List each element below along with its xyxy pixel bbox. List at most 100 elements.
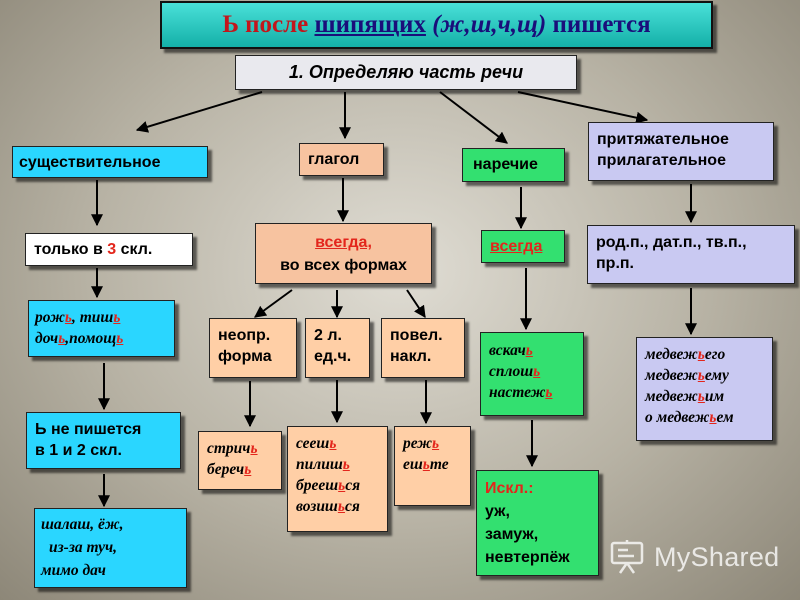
soft-sign: ь — [697, 367, 705, 384]
adverb-exceptions-box: Искл.: уж, замуж, невтерпёж — [476, 470, 599, 576]
soft-sign: ь — [58, 330, 66, 347]
verb-imper-line-2: накл. — [390, 348, 432, 365]
step-box: 1. Определяю часть речи — [235, 55, 577, 90]
example-text: вскач — [489, 342, 526, 359]
example-text: медвеж — [645, 388, 698, 405]
soft-sign: ь — [545, 384, 553, 401]
adj-rule-2: пр.п. — [596, 255, 634, 272]
presentation-board-icon — [610, 540, 644, 574]
noun-rule-num: 3 — [107, 241, 117, 258]
example-text: настеж — [489, 384, 546, 401]
example-line: медвежьим — [645, 386, 764, 407]
noun-nosoft-box: Ь не пишется в 1 и 2 скл. — [26, 412, 181, 469]
verb-imper-box: повел. накл. — [381, 318, 465, 378]
soft-sign: ь — [422, 456, 430, 473]
example-line: бреешься — [296, 475, 379, 496]
soft-sign: ь — [113, 309, 121, 326]
verb-second-line-2: ед.ч. — [314, 348, 352, 365]
noun-rule-box: только в 3 скл. — [25, 233, 193, 266]
adverb-rule: всегда — [490, 238, 543, 255]
example-text: ,помощ — [65, 330, 117, 347]
example-text: рож — [35, 309, 65, 326]
watermark: MyShared — [608, 533, 788, 581]
arrow-step-to-adj — [517, 91, 649, 124]
example-text: возиш — [296, 498, 338, 515]
example-text: медвеж — [645, 367, 698, 384]
example-line: о медвежьем — [645, 407, 764, 428]
noun-exception-1: шалаш, ёж, — [41, 516, 124, 533]
arrow-rule-imper — [406, 289, 426, 318]
example-text: пилиш — [296, 456, 343, 473]
example-text: сееш — [296, 435, 330, 452]
example-line: настежь — [489, 382, 575, 403]
example-text: о медвеж — [645, 409, 710, 426]
noun-rule-post: скл. — [116, 241, 153, 258]
noun-exception-3: мимо дач — [41, 562, 106, 579]
example-line: ешьте — [403, 454, 462, 475]
adverb-box: наречие — [462, 148, 565, 182]
verb-imper-line-1: повел. — [390, 327, 443, 344]
adj-box: притяжательное прилагательное — [588, 122, 774, 181]
arrow-step-to-noun — [135, 91, 263, 133]
title-word: шипящих — [314, 11, 426, 38]
example-text: реж — [403, 435, 433, 452]
soft-sign: ь — [432, 435, 440, 452]
soft-sign: ь — [244, 461, 252, 478]
noun-nosoft-line-2: в 1 и 2 скл. — [35, 442, 122, 459]
verb-rule-bottom: во всех формах — [280, 257, 407, 274]
title-pre: Ь после — [222, 11, 315, 38]
title-box: Ь после шипящих (ж,ш,ч,щ) пишется — [160, 1, 713, 49]
soft-sign: ь — [116, 330, 124, 347]
title-post: пишется — [546, 11, 651, 38]
soft-sign: ь — [533, 363, 541, 380]
example-text: , тиш — [71, 309, 114, 326]
arrow-rule-inf — [254, 289, 293, 318]
example-line: рожь, тишь — [35, 307, 168, 328]
soft-sign: ь — [337, 498, 345, 515]
verb-inf-line-1: неопр. — [218, 327, 271, 344]
adj-label-2: прилагательное — [597, 152, 726, 169]
noun-nosoft-line-1: Ь не пишется — [35, 421, 142, 438]
verb-rule-top: всегда, — [315, 234, 372, 251]
example-line: беречь — [207, 459, 273, 480]
adverb-exception-2: замуж, — [485, 526, 539, 543]
example-text: доч — [35, 330, 59, 347]
verb-second-line-1: 2 л. — [314, 327, 342, 344]
noun-exceptions-box: шалаш, ёж, из-за туч, мимо дач — [34, 508, 187, 588]
example-text: ем — [716, 409, 734, 426]
example-line: сплошь — [489, 361, 575, 382]
example-line: вскачь — [489, 340, 575, 361]
example-line: сеешь — [296, 433, 379, 454]
example-line: стричь — [207, 438, 273, 459]
soft-sign: ь — [697, 346, 705, 363]
example-text: его — [704, 346, 726, 363]
adj-rule-1: род.п., дат.п., тв.п., — [596, 234, 747, 251]
example-text: им — [704, 388, 725, 405]
verb-box: глагол — [299, 143, 384, 176]
soft-sign: ь — [329, 435, 337, 452]
example-text: медвеж — [645, 346, 698, 363]
example-text: брееш — [296, 477, 339, 494]
verb-second-box: 2 л. ед.ч. — [305, 318, 370, 378]
example-line: медвежьему — [645, 365, 764, 386]
soft-sign: ь — [709, 409, 717, 426]
soft-sign: ь — [250, 440, 258, 457]
example-text: береч — [207, 461, 245, 478]
noun-rule-pre: только в — [34, 241, 108, 258]
soft-sign: ь — [342, 456, 350, 473]
watermark-text: MyShared — [654, 541, 780, 572]
example-text: ся — [344, 498, 360, 515]
example-text: еш — [403, 456, 423, 473]
adverb-label: наречие — [473, 156, 538, 173]
